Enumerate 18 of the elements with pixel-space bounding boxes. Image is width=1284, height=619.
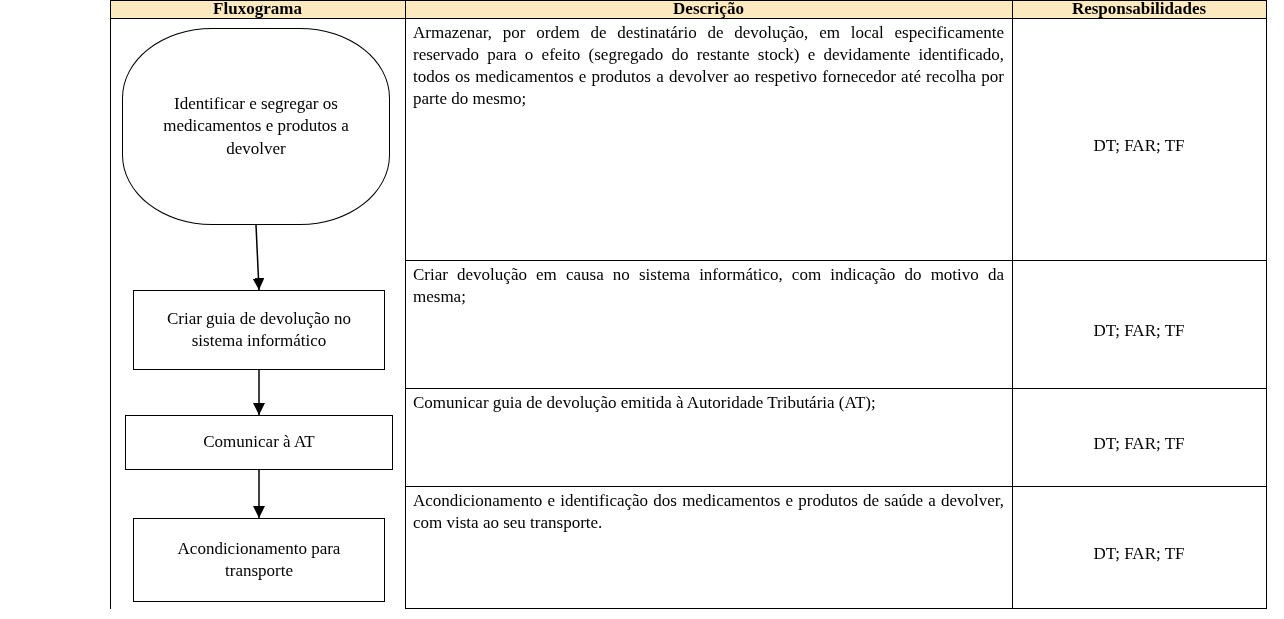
column-header: Descrição bbox=[672, 0, 745, 18]
arrow bbox=[253, 469, 265, 519]
responsibility-text: DT; FAR; TF bbox=[1092, 135, 1186, 157]
description-text: Acondicionamento e identificação dos medicamentos e produtos de saúde a devolver, com vista ao seu transporte. bbox=[413, 490, 1004, 535]
description-text: Criar devolução em causa no sistema informático, com indicação do motivo da mesma; bbox=[413, 264, 1004, 309]
responsibility-text: DT; FAR; TF bbox=[1092, 433, 1186, 455]
process-box: Criar guia de devolução no sistema informático bbox=[133, 290, 385, 370]
terminal-shape: Identificar e segregar os medicamentos e produtos a devolver bbox=[122, 28, 390, 225]
process-box: Comunicar à AT bbox=[125, 415, 393, 470]
process-box: Acondicionamento para transporte bbox=[133, 518, 385, 602]
arrow bbox=[252, 224, 265, 291]
description-text: Armazenar, por ordem de destinatário de devolução, em local especificamente reservado para o efeito (segregado do restante stock) e devidamente identificado, todos os medicamentos e produtos a devolver ao respetivo fornecedor até recolha por parte do mesmo; bbox=[413, 22, 1004, 111]
arrow bbox=[253, 369, 265, 416]
description-text: Comunicar guia de devolução emitida à Autoridade Tributária (AT); bbox=[413, 392, 877, 414]
column-header: Responsabilidades bbox=[1070, 0, 1208, 18]
responsibility-text: DT; FAR; TF bbox=[1092, 543, 1186, 565]
column-header: Fluxograma bbox=[212, 0, 303, 18]
responsibility-text: DT; FAR; TF bbox=[1092, 320, 1186, 342]
